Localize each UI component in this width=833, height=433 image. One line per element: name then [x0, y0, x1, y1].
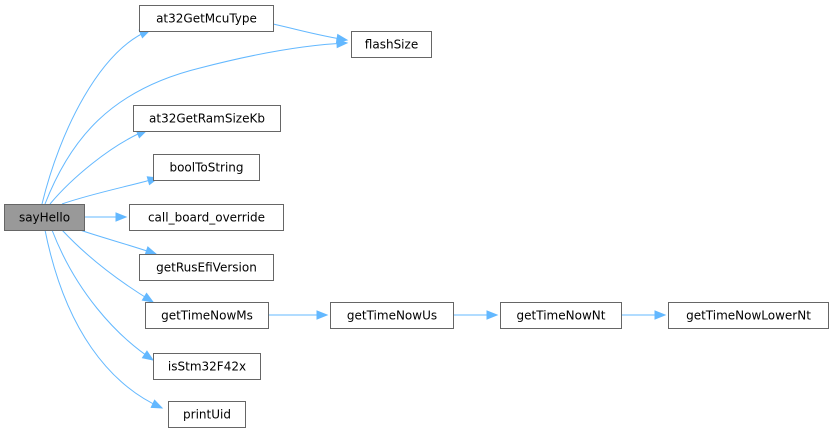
edge-sayhello-to-getrusefiversion	[79, 229, 157, 255]
node-box	[139, 5, 274, 32]
edge-sayhello-to-printuid	[44, 229, 163, 409]
edge-arrow-sayhello-to-call_board_override	[115, 212, 128, 222]
edge-at32getmcutype-to-flashsize	[272, 23, 348, 41]
node-label: getTimeNowMs	[161, 309, 253, 323]
edge-sayhello-to-booltostring	[61, 177, 159, 205]
node-box	[668, 302, 829, 329]
node-label: isStm32F42x	[168, 360, 246, 374]
node-printuid[interactable]: printUid	[168, 401, 246, 428]
edge-arrow-gettimenowus-to-gettimenownt	[486, 310, 499, 320]
node-getrusefiversion[interactable]: getRusEfiVersion	[139, 254, 274, 281]
node-gettimenowms[interactable]: getTimeNowMs	[145, 302, 269, 329]
edge-sayhello-to-isstm32f42x	[51, 229, 154, 361]
edge-arrow-sayhello-to-gettimenowms	[141, 292, 155, 303]
edge-arrow-gettimenownt-to-gettimenowlowernt	[654, 310, 667, 320]
node-sayhello[interactable]: sayHello	[4, 204, 85, 231]
edge-sayhello-to-flashsize	[44, 42, 348, 205]
edges-layer	[41, 23, 667, 409]
node-label: call_board_override	[148, 211, 265, 225]
node-box	[139, 254, 274, 281]
node-box	[500, 302, 622, 329]
edge-arrow-at32getmcutype-to-flashsize	[335, 33, 349, 44]
node-label: flashSize	[365, 38, 418, 52]
node-box	[168, 401, 246, 428]
edge-sayhello-to-at32getramsizekb	[49, 129, 148, 205]
node-at32getmcutype[interactable]: at32GetMcuType	[139, 5, 274, 32]
node-booltostring[interactable]: boolToString	[153, 154, 260, 181]
edge-arrow-sayhello-to-isstm32f42x	[141, 350, 155, 361]
edge-arrow-gettimenowms-to-gettimenowus	[316, 310, 329, 320]
edge-arrow-sayhello-to-getrusefiversion	[144, 246, 158, 256]
node-gettimenowus[interactable]: getTimeNowUs	[330, 302, 454, 329]
edge-sayhello-to-gettimenowms	[61, 229, 154, 303]
node-gettimenowlowernt[interactable]: getTimeNowLowerNt	[668, 302, 829, 329]
node-label: at32GetMcuType	[156, 12, 257, 26]
node-label: getTimeNowNt	[517, 309, 606, 323]
node-call_board_override[interactable]: call_board_override	[129, 204, 284, 231]
node-label: printUid	[183, 408, 231, 422]
node-label: at32GetRamSizeKb	[149, 112, 265, 126]
node-flashsize[interactable]: flashSize	[351, 31, 432, 58]
node-isstm32f42x[interactable]: isStm32F42x	[153, 353, 261, 380]
node-box	[153, 154, 260, 181]
node-box	[351, 31, 432, 58]
node-label: boolToString	[169, 161, 243, 175]
node-box	[133, 105, 281, 132]
node-box	[145, 302, 269, 329]
node-label: getRusEfiVersion	[156, 261, 257, 275]
node-label: sayHello	[19, 211, 70, 225]
node-at32getramsizekb[interactable]: at32GetRamSizeKb	[133, 105, 281, 132]
node-box	[4, 204, 85, 231]
edge-sayhello-to-at32getmcutype	[41, 29, 151, 205]
node-box	[330, 302, 454, 329]
edge-arrow-sayhello-to-printuid	[150, 399, 164, 409]
node-label: getTimeNowUs	[347, 309, 437, 323]
node-box	[129, 204, 284, 231]
node-gettimenownt[interactable]: getTimeNowNt	[500, 302, 622, 329]
node-box	[153, 353, 261, 380]
nodes-layer: sayHello at32GetMcuType flashSize at32GetRa…	[4, 5, 829, 428]
node-label: getTimeNowLowerNt	[686, 309, 811, 323]
